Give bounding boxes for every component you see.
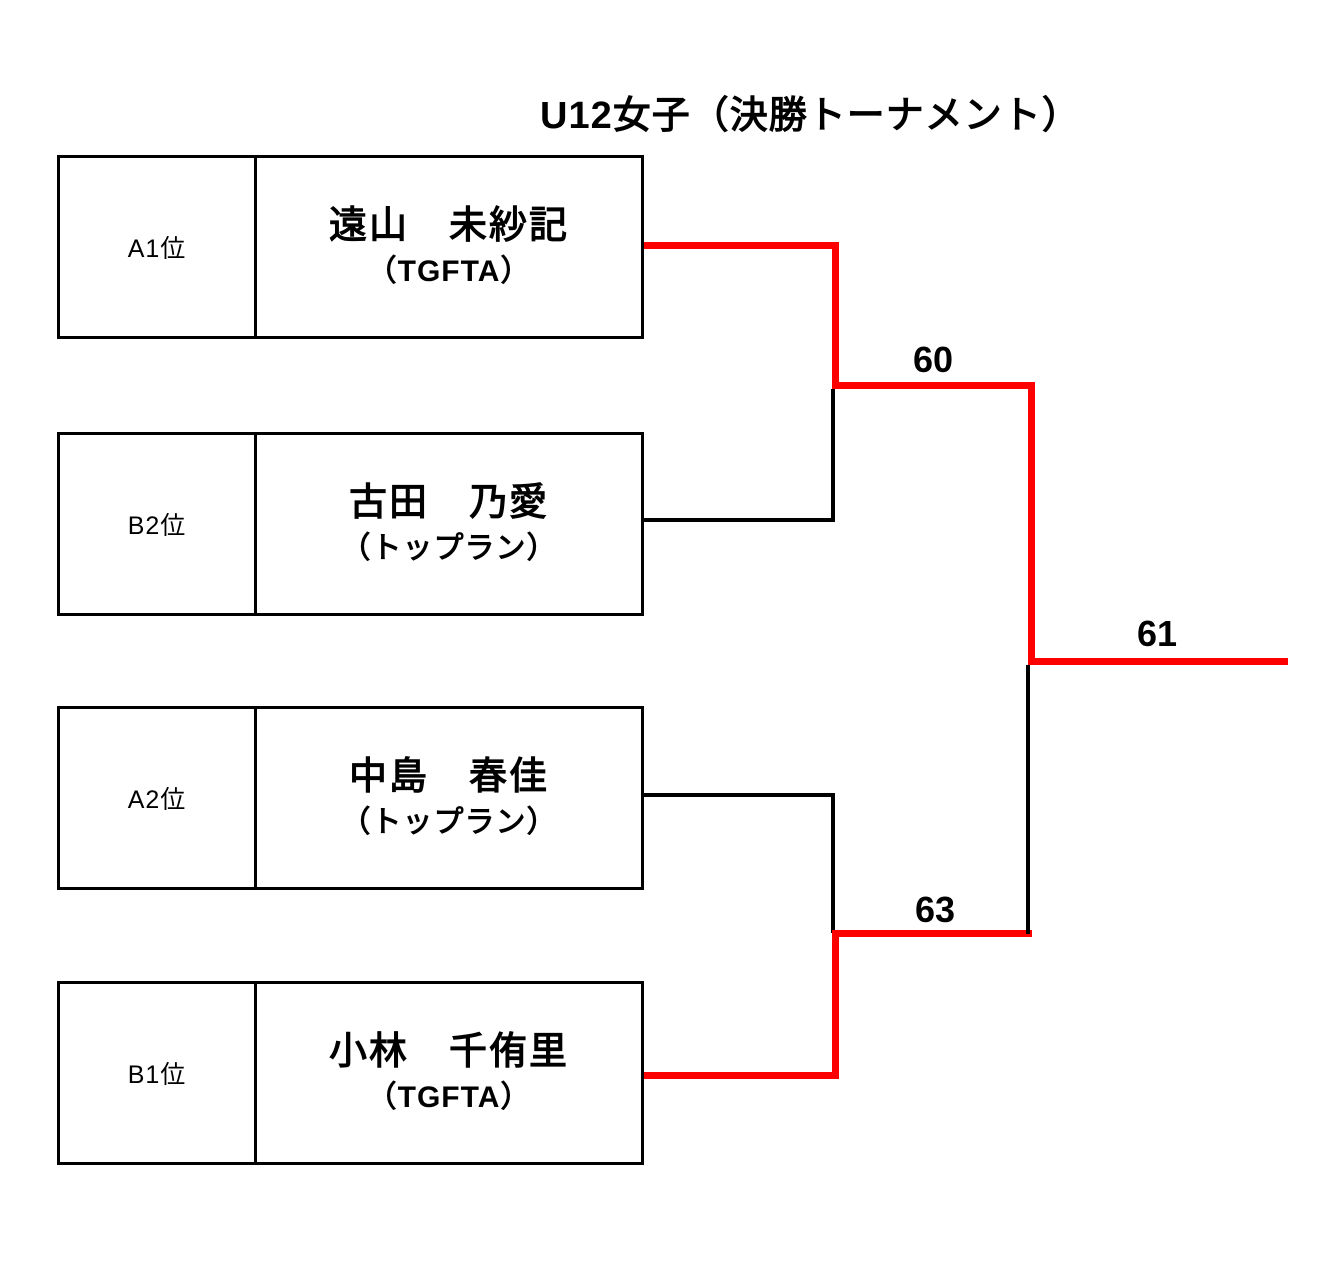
connector-sf2-down: [831, 793, 835, 933]
connector-final-down-red: [1028, 382, 1035, 665]
connector-b2-out: [644, 518, 835, 522]
entry-box-a1: A1位 遠山 未紗記 （TGFTA）: [57, 155, 644, 339]
player-club: （トップラン）: [340, 531, 558, 565]
seed-label: B1位: [60, 984, 257, 1162]
connector-sf1-down-red: [832, 242, 839, 389]
page-title: U12女子（決勝トーナメント）: [540, 95, 1081, 137]
player-club: （トップラン）: [340, 805, 558, 839]
match-number-61: 61: [1136, 613, 1178, 654]
connector-b1-out-red: [644, 1072, 839, 1079]
connector-a2-out: [644, 793, 835, 797]
seed-label: A1位: [60, 158, 257, 336]
connector-match63-red: [832, 930, 1032, 937]
seed-label: A2位: [60, 709, 257, 887]
seed-label: B2位: [60, 435, 257, 613]
match-number-63: 63: [914, 889, 956, 930]
player-name: 古田 乃愛: [348, 481, 549, 524]
connector-sf1-up: [831, 389, 835, 522]
match-number-60: 60: [912, 339, 954, 380]
player-cell: 古田 乃愛 （トップラン）: [257, 435, 641, 613]
connector-match60-red: [832, 382, 1035, 389]
connector-match61-red: [1028, 658, 1288, 665]
player-club: （TGFTA）: [366, 254, 532, 288]
connector-sf2-up-red: [832, 930, 839, 1079]
player-cell: 小林 千侑里 （TGFTA）: [257, 984, 641, 1162]
connector-a1-out-red: [644, 242, 839, 249]
entry-box-b2: B2位 古田 乃愛 （トップラン）: [57, 432, 644, 616]
player-name: 小林 千侑里: [328, 1030, 569, 1073]
player-cell: 遠山 未紗記 （TGFTA）: [257, 158, 641, 336]
player-name: 中島 春佳: [348, 755, 549, 798]
entry-box-b1: B1位 小林 千侑里 （TGFTA）: [57, 981, 644, 1165]
entry-box-a2: A2位 中島 春佳 （トップラン）: [57, 706, 644, 890]
player-name: 遠山 未紗記: [328, 204, 569, 247]
player-cell: 中島 春佳 （トップラン）: [257, 709, 641, 887]
connector-final-up: [1026, 665, 1030, 934]
player-club: （TGFTA）: [366, 1080, 532, 1114]
